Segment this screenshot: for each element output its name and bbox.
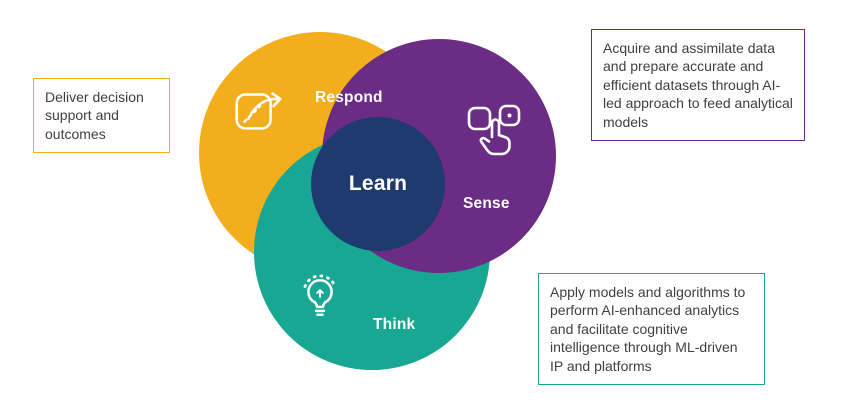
sense-callout: Acquire and assimilate data and prepare … [591,29,805,142]
respond-label: Respond [315,89,383,106]
think-label: Think [373,316,416,333]
sense-callout-text: Acquire and assimilate data and prepare … [603,40,793,130]
share-arrow-icon [228,79,290,141]
learn-circle: Learn [311,117,445,251]
respond-callout-text: Deliver decision support and outcomes [45,89,144,142]
lightbulb-icon [289,262,351,324]
think-callout-text: Apply models and algorithms to perform A… [550,284,746,374]
think-callout: Apply models and algorithms to perform A… [538,273,765,386]
respond-callout: Deliver decision support and outcomes [33,78,170,154]
learn-label: Learn [348,172,408,195]
sense-label: Sense [463,195,510,212]
tap-select-icon [462,99,528,165]
